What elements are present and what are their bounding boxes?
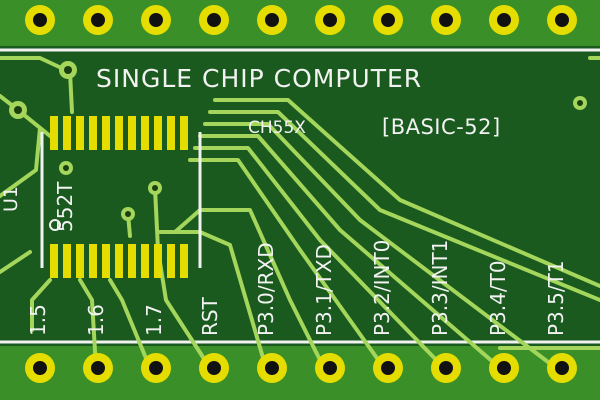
trace	[173, 208, 326, 370]
via-hole	[125, 211, 131, 217]
trace	[0, 126, 42, 198]
trace	[30, 278, 52, 332]
header-pad	[141, 5, 171, 35]
smd-pad	[63, 116, 71, 150]
pin-label: 1.5	[26, 304, 50, 336]
header-pad	[257, 353, 287, 383]
trace	[108, 278, 152, 370]
trace	[188, 158, 386, 370]
header-pad	[373, 5, 403, 35]
trace	[158, 230, 268, 370]
pin-label: P3.0/RXD	[254, 242, 278, 336]
via-hole	[577, 100, 583, 106]
smd-pad	[154, 244, 162, 278]
header-pad	[141, 353, 171, 383]
smd-pad	[167, 244, 175, 278]
smd-pad	[102, 116, 110, 150]
trace	[0, 250, 32, 274]
vias	[9, 61, 587, 221]
header-pad	[315, 353, 345, 383]
trace	[203, 122, 558, 370]
smd-pad	[89, 116, 97, 150]
smd-pad	[128, 244, 136, 278]
ref-designator: U1	[0, 186, 22, 212]
pin-label: P3.1/TXD	[312, 244, 336, 336]
pin-label: 1.7	[142, 304, 166, 336]
smd-pad	[180, 116, 188, 150]
header-pad	[199, 5, 229, 35]
header-pad	[257, 5, 287, 35]
header-pad	[547, 5, 577, 35]
header-pad	[83, 353, 113, 383]
header-pad	[489, 353, 519, 383]
header-pad	[83, 5, 113, 35]
bottom-header-pads	[25, 353, 577, 383]
trace	[208, 110, 600, 302]
via-hole	[152, 185, 158, 191]
smd-pad	[128, 116, 136, 150]
pin-label: P3.3/INT1	[428, 239, 452, 336]
smd-pad	[180, 244, 188, 278]
firmware-label: [BASIC-52]	[382, 115, 501, 139]
via-hole	[14, 106, 22, 114]
u1-top-pads	[50, 116, 188, 150]
smd-pad	[50, 116, 58, 150]
trace	[0, 56, 74, 114]
pin-label: P3.4/T0	[486, 260, 510, 336]
smd-pad	[63, 244, 71, 278]
trace	[193, 146, 446, 370]
smd-pad	[76, 244, 84, 278]
header-pad	[431, 353, 461, 383]
smd-pad	[50, 244, 58, 278]
pin1-marker	[49, 219, 61, 231]
board-title: SINGLE CHIP COMPUTER	[96, 64, 423, 93]
trace	[198, 134, 502, 370]
top-header-pads	[25, 5, 577, 35]
smd-pad	[102, 244, 110, 278]
smd-pad	[154, 116, 162, 150]
header-pad	[25, 5, 55, 35]
via-hole	[64, 66, 72, 74]
header-pad	[373, 353, 403, 383]
header-pad	[315, 5, 345, 35]
board-core	[0, 46, 600, 346]
pin-label: RST	[198, 297, 222, 336]
header-pad	[431, 5, 461, 35]
trace	[78, 278, 98, 370]
pin-label: P3.5/T1	[544, 260, 568, 336]
header-pad	[489, 5, 519, 35]
pin-label: P3.2/INT0	[370, 239, 394, 336]
smd-pad	[115, 244, 123, 278]
smd-pad	[167, 116, 175, 150]
header-pad	[547, 353, 577, 383]
chip-marking: 552T	[53, 181, 77, 232]
smd-pad	[76, 116, 84, 150]
pin-label: 1.6	[84, 304, 108, 336]
via-hole	[63, 165, 69, 171]
smd-pad	[141, 116, 149, 150]
header-pad	[199, 353, 229, 383]
trace	[213, 98, 600, 288]
smd-pad	[115, 116, 123, 150]
chip-label: CH55X	[248, 118, 306, 138]
smd-pad	[89, 244, 97, 278]
header-pad	[25, 353, 55, 383]
smd-pad	[141, 244, 149, 278]
u1-bottom-pads	[50, 244, 188, 278]
